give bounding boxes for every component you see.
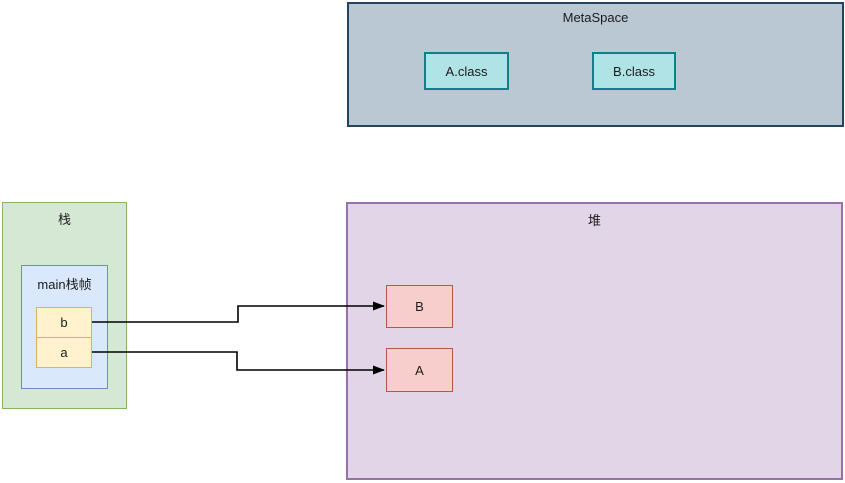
variable-a-label: a [60, 344, 68, 360]
variable-cell-b: b [36, 307, 92, 338]
heap-object-b: B [386, 285, 453, 328]
heap-object-b-label: B [415, 299, 424, 314]
heap-region: 堆 [346, 202, 843, 480]
class-a-label: A.class [445, 63, 488, 79]
heap-object-a-label: A [415, 362, 424, 378]
metaspace-label: MetaSpace [562, 10, 629, 25]
main-stack-frame-label: main栈帧 [37, 277, 92, 292]
variable-cell-a: a [36, 336, 92, 368]
stack-label: 栈 [57, 212, 71, 227]
class-b-label: B.class [613, 63, 655, 79]
variable-b-label: b [60, 315, 68, 330]
class-box-a: A.class [424, 52, 509, 90]
reference-arrow-a-to-A [92, 351, 385, 375]
class-box-b: B.class [592, 52, 676, 90]
reference-arrow-b-to-B [92, 301, 385, 323]
heap-object-a: A [386, 348, 453, 392]
heap-label: 堆 [587, 213, 601, 228]
